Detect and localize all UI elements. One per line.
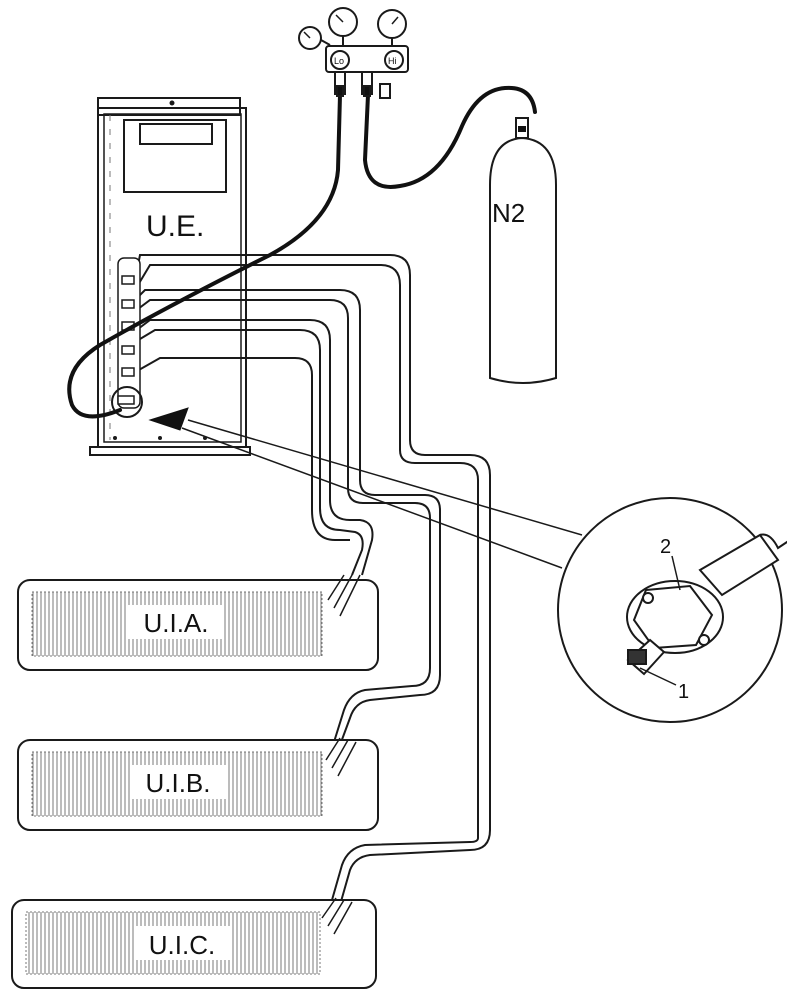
hose-cylinder xyxy=(362,85,537,189)
gauge-low-label: Lo xyxy=(334,56,344,66)
highlighted-valve xyxy=(111,386,143,418)
pointer xyxy=(148,407,583,569)
outdoor-unit-display xyxy=(139,123,213,145)
pipe-to-unit-c-inner xyxy=(134,264,479,901)
pipe-to-unit-a-outer xyxy=(129,319,374,576)
cylinder-label: N2 xyxy=(492,198,525,228)
indoor-unit-b: U.I.B. xyxy=(17,737,379,831)
outdoor-unit-base xyxy=(89,446,251,456)
indoor-unit-a-label: U.I.A. xyxy=(143,608,208,638)
hoses xyxy=(67,85,537,419)
pipe-to-unit-a-inner xyxy=(129,329,364,576)
callout-2-leader xyxy=(671,555,681,591)
callout-2-label: 2 xyxy=(660,536,671,558)
callout-1-leader xyxy=(639,667,677,686)
indoor-unit-b-label: U.I.B. xyxy=(145,768,210,798)
outdoor-unit: U.E. xyxy=(89,97,251,456)
refrigerant-pipes xyxy=(129,254,491,906)
magnifier-detail: 1 2 xyxy=(557,497,787,723)
outdoor-unit-label: U.E. xyxy=(146,210,204,243)
pipe-to-unit-b-inner xyxy=(129,299,431,743)
nitrogen-cylinder: N2 xyxy=(489,117,557,384)
indoor-unit-c: U.I.C. xyxy=(11,897,377,989)
pipe-to-unit-b-outer xyxy=(129,289,441,746)
pointer-arrow-icon xyxy=(148,407,189,431)
valve-detail xyxy=(626,533,787,676)
manifold-gauge: Lo Hi xyxy=(298,7,409,99)
indoor-unit-a: U.I.A. xyxy=(17,574,379,671)
callout-1-label: 1 xyxy=(678,681,689,703)
indoor-unit-c-label: U.I.C. xyxy=(149,930,215,960)
hose-low-side xyxy=(67,93,342,419)
gauge-high-label: Hi xyxy=(388,56,397,66)
pipe-to-unit-c-outer xyxy=(134,254,491,906)
pipe-to-unit-a-third xyxy=(129,357,350,541)
